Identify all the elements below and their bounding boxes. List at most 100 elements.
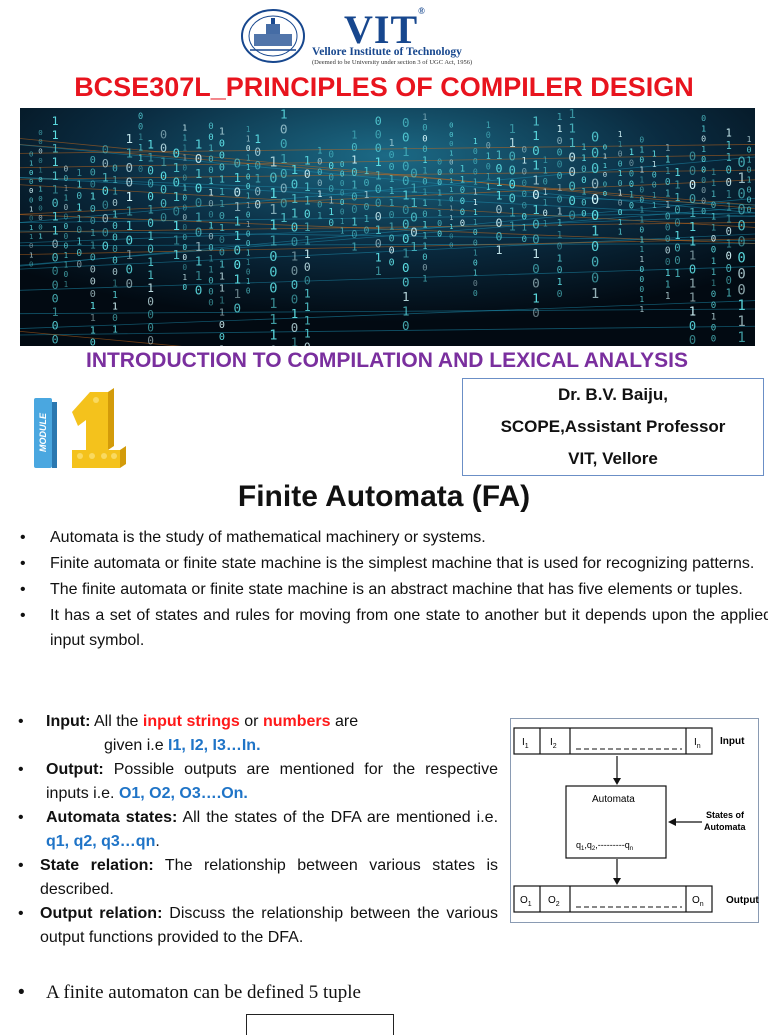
svg-text:0: 0 <box>509 192 516 206</box>
svg-text:1: 1 <box>375 264 382 278</box>
svg-text:0: 0 <box>422 134 427 144</box>
svg-text:0: 0 <box>208 243 213 253</box>
svg-text:0: 0 <box>254 199 261 212</box>
svg-text:1: 1 <box>125 204 133 219</box>
svg-text:0: 0 <box>304 168 311 181</box>
svg-text:0: 0 <box>254 159 261 172</box>
svg-text:1: 1 <box>138 154 143 164</box>
svg-text:0: 0 <box>233 242 241 257</box>
svg-text:0: 0 <box>557 171 563 182</box>
svg-text:1: 1 <box>665 189 671 200</box>
bullet-item: Finite automata or finite state machine … <box>20 551 768 576</box>
svg-text:0: 0 <box>147 334 154 346</box>
svg-text:0: 0 <box>701 206 706 216</box>
svg-text:1: 1 <box>269 328 277 344</box>
svg-text:0: 0 <box>521 167 527 178</box>
svg-text:0: 0 <box>701 134 706 144</box>
svg-text:1: 1 <box>402 245 410 260</box>
svg-text:0: 0 <box>591 239 599 255</box>
svg-text:1: 1 <box>233 228 241 243</box>
svg-text:0: 0 <box>410 166 418 181</box>
svg-text:1: 1 <box>689 248 696 262</box>
svg-text:0: 0 <box>340 160 345 169</box>
svg-text:0: 0 <box>304 274 311 287</box>
svg-text:0: 0 <box>711 246 716 256</box>
svg-text:0: 0 <box>711 301 716 311</box>
svg-text:1: 1 <box>76 214 82 225</box>
svg-text:0: 0 <box>402 274 410 289</box>
svg-text:0: 0 <box>317 168 322 178</box>
svg-text:0: 0 <box>652 169 657 179</box>
svg-text:1: 1 <box>269 155 277 171</box>
svg-text:1: 1 <box>64 251 69 260</box>
svg-text:1: 1 <box>543 220 548 230</box>
svg-text:0: 0 <box>674 255 680 267</box>
svg-text:0: 0 <box>52 251 59 265</box>
svg-text:1: 1 <box>591 223 599 239</box>
svg-text:0: 0 <box>112 163 118 174</box>
svg-text:0: 0 <box>437 167 442 177</box>
svg-text:1: 1 <box>496 189 503 203</box>
svg-text:0: 0 <box>208 210 213 220</box>
svg-text:1: 1 <box>52 114 59 128</box>
svg-text:0: 0 <box>726 177 732 189</box>
svg-text:1: 1 <box>219 259 225 270</box>
svg-text:0: 0 <box>208 133 213 143</box>
svg-text:0: 0 <box>195 283 203 298</box>
tuple-bullet: A finite automaton can be defined 5 tupl… <box>18 982 361 1004</box>
svg-text:1: 1 <box>665 143 671 154</box>
svg-text:0: 0 <box>689 150 696 164</box>
svg-text:0: 0 <box>351 204 357 216</box>
svg-text:0: 0 <box>304 208 311 221</box>
svg-text:0: 0 <box>509 150 516 164</box>
svg-text:0: 0 <box>340 170 345 179</box>
svg-text:0: 0 <box>618 159 623 168</box>
svg-text:1: 1 <box>639 305 644 314</box>
svg-text:0: 0 <box>351 192 357 204</box>
svg-text:0: 0 <box>689 192 696 206</box>
svg-text:1: 1 <box>557 253 563 264</box>
states-label-2: Automata <box>704 822 746 832</box>
svg-text:1: 1 <box>521 223 527 234</box>
svg-text:0: 0 <box>64 232 69 241</box>
svg-text:0: 0 <box>182 213 187 222</box>
svg-text:0: 0 <box>90 216 96 227</box>
svg-text:1: 1 <box>90 240 96 251</box>
svg-text:1: 1 <box>125 247 133 262</box>
svg-text:0: 0 <box>208 277 213 287</box>
bullet-item: It has a set of states and rules for mov… <box>20 603 768 653</box>
svg-text:0: 0 <box>182 243 187 252</box>
svg-text:0: 0 <box>64 270 69 279</box>
svg-text:1: 1 <box>521 155 527 166</box>
author-role: SCOPE,Assistant Professor <box>463 411 763 443</box>
svg-text:1: 1 <box>219 199 225 210</box>
svg-text:0: 0 <box>496 162 503 176</box>
svg-text:0: 0 <box>138 112 143 122</box>
svg-text:MODULE: MODULE <box>38 412 48 452</box>
svg-text:0: 0 <box>568 208 576 223</box>
svg-text:1: 1 <box>233 170 241 185</box>
svg-text:1: 1 <box>726 140 732 152</box>
svg-text:0: 0 <box>437 229 442 239</box>
svg-text:0: 0 <box>591 145 599 161</box>
svg-text:1: 1 <box>195 253 203 268</box>
svg-text:0: 0 <box>701 195 706 205</box>
svg-text:1: 1 <box>269 296 277 312</box>
svg-text:1: 1 <box>90 192 96 203</box>
svg-text:0: 0 <box>402 159 410 174</box>
svg-text:1: 1 <box>652 200 657 210</box>
svg-text:1: 1 <box>437 198 442 208</box>
svg-text:1: 1 <box>618 169 623 178</box>
svg-text:1: 1 <box>568 108 576 121</box>
svg-text:0: 0 <box>364 178 370 189</box>
svg-text:0: 0 <box>557 265 563 276</box>
svg-text:1: 1 <box>486 151 491 161</box>
svg-text:0: 0 <box>689 319 696 333</box>
svg-text:1: 1 <box>652 159 657 169</box>
svg-text:1: 1 <box>639 205 644 214</box>
svg-text:1: 1 <box>208 255 213 265</box>
svg-text:0: 0 <box>52 237 59 251</box>
svg-text:1: 1 <box>76 168 82 179</box>
svg-text:0: 0 <box>246 211 251 220</box>
